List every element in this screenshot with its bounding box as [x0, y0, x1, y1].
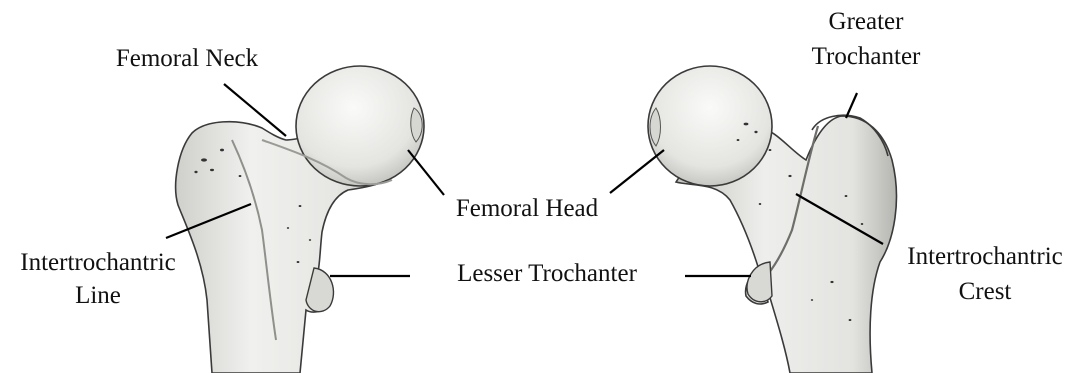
- intertrochantric-line-label-line2: Line: [75, 282, 121, 309]
- greater-trochanter-leader: [846, 93, 857, 118]
- femoral-head-label: Femoral Head: [456, 195, 599, 222]
- femoral-neck-label: Femoral Neck: [116, 45, 259, 72]
- right-femoral-head-leader: [610, 150, 664, 193]
- right-lesser-trochanter-shape: [747, 262, 772, 302]
- right-femoral-head-shape: [648, 66, 772, 186]
- greater-trochanter-label-line2: Trochanter: [812, 43, 921, 70]
- intertrochantric-crest-label-line2: Crest: [959, 278, 1012, 305]
- intertrochantric-line-label-line1: Intertrochantric: [20, 249, 175, 276]
- left-femoral-head-leader: [408, 150, 444, 195]
- left-femoral-head-shape: [296, 66, 424, 186]
- right-femur-illustration: [648, 66, 896, 373]
- lesser-trochanter-label: Lesser Trochanter: [457, 260, 637, 287]
- intertrochantric-crest-label-line1: Intertrochantric: [907, 243, 1062, 270]
- greater-trochanter-label-line1: Greater: [829, 8, 905, 35]
